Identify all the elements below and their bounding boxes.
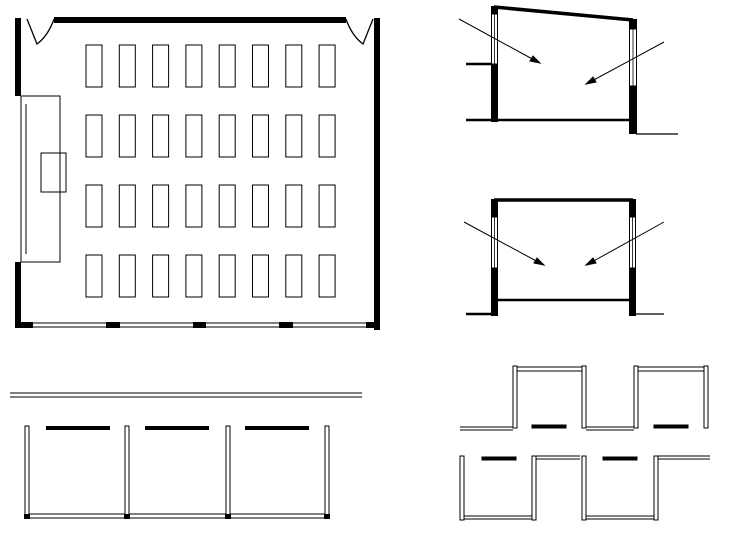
desk	[118, 184, 136, 228]
desk-grid	[85, 44, 336, 298]
desk	[318, 44, 336, 88]
section-1-walls	[491, 6, 637, 134]
bottom-pier-2	[193, 322, 206, 328]
blackboard-3	[245, 426, 309, 430]
left-wall-lower	[491, 64, 498, 122]
desk	[218, 114, 236, 158]
desk	[152, 184, 170, 228]
desk	[285, 254, 303, 298]
desk	[218, 184, 236, 228]
section-2-walls	[491, 199, 636, 316]
blackboard-and-platform	[20, 95, 67, 263]
section-flat-roof	[463, 198, 665, 316]
left-wall-lower	[491, 268, 498, 316]
section-1-windows	[491, 13, 637, 87]
desk	[118, 114, 136, 158]
desk	[318, 114, 336, 158]
corridor-edge	[10, 392, 362, 398]
section-1-roof-floor	[466, 5, 678, 135]
blackboard-2	[145, 426, 209, 430]
classroom-plan	[15, 17, 380, 330]
classroom-windows	[33, 322, 366, 328]
desk	[285, 44, 303, 88]
right-wall-upper	[629, 19, 637, 29]
right-wall	[374, 18, 380, 330]
corridor-lines	[460, 426, 710, 460]
desk	[218, 44, 236, 88]
desk	[185, 184, 203, 228]
door-swing-left	[26, 18, 55, 46]
desk	[252, 114, 269, 158]
top-wall	[54, 17, 346, 23]
top-room-2	[633, 365, 709, 429]
right-wall-upper	[629, 199, 636, 217]
bottom-wall-left	[15, 322, 33, 328]
bottom-pier-1	[106, 322, 120, 328]
section-2-windows	[491, 216, 636, 269]
light-arrows-2	[463, 221, 665, 266]
lectern	[40, 152, 67, 193]
bottom-room-1	[459, 455, 537, 521]
desk	[152, 44, 170, 88]
desk	[318, 254, 336, 298]
desk	[85, 44, 103, 88]
desk	[218, 254, 236, 298]
desk	[152, 114, 170, 158]
platform	[20, 95, 61, 263]
wall-piers	[24, 514, 330, 519]
desk	[252, 44, 269, 88]
blackboard-1	[46, 426, 110, 430]
desk	[118, 254, 136, 298]
left-wall-top	[15, 18, 21, 96]
left-wall-upper	[491, 6, 498, 14]
top-room-1	[512, 365, 587, 429]
desk	[85, 114, 103, 158]
corridor-plan-single-side	[10, 392, 362, 519]
desk	[252, 184, 269, 228]
desk	[85, 254, 103, 298]
corridor-plan-staggered	[459, 365, 710, 521]
desk	[318, 184, 336, 228]
left-wall-upper	[491, 199, 498, 217]
light-arrows-1	[458, 18, 665, 85]
section-single-slope	[458, 5, 678, 135]
desk	[185, 254, 203, 298]
door-swing-right	[345, 18, 374, 46]
desk	[152, 254, 170, 298]
desk	[285, 184, 303, 228]
classroom-walls	[15, 17, 380, 330]
desk	[185, 44, 203, 88]
bottom-room-2	[581, 455, 659, 521]
right-wall-lower	[629, 86, 637, 134]
blackboards	[46, 426, 309, 430]
desk	[85, 184, 103, 228]
corridor-rooms	[24, 425, 330, 519]
desk	[185, 114, 203, 158]
desk	[252, 254, 269, 298]
left-wall-bottom	[15, 262, 21, 328]
sloped-roof	[493, 5, 634, 22]
right-wall-lower	[629, 268, 636, 316]
bottom-pier-3	[279, 322, 293, 328]
desk	[118, 44, 136, 88]
section-2-roof-floor	[466, 198, 664, 316]
bottom-wall-right	[366, 322, 380, 328]
desk	[285, 114, 303, 158]
